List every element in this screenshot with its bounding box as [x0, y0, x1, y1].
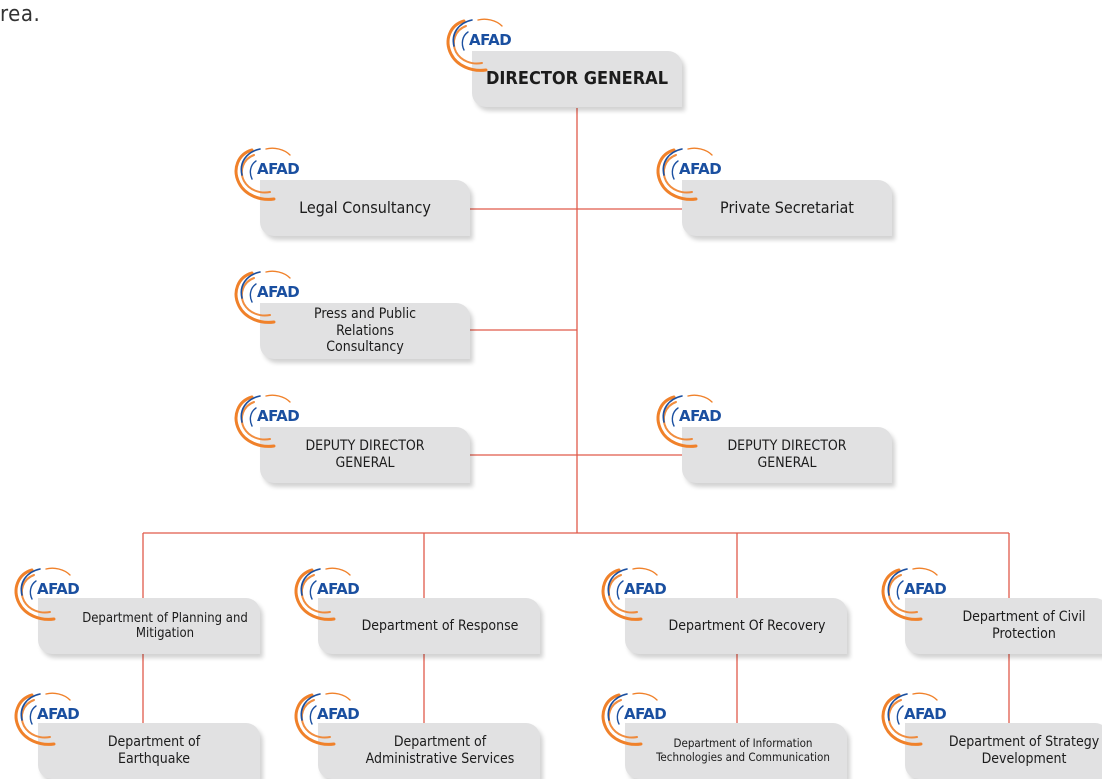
afad-logo-text: AFAD: [679, 160, 722, 178]
afad-logo-icon: AFAD: [652, 392, 726, 454]
afad-logo-icon: AFAD: [290, 565, 364, 627]
afad-logo-icon: AFAD: [230, 268, 304, 330]
afad-logo-text: AFAD: [317, 580, 360, 598]
afad-logo-text: AFAD: [37, 705, 80, 723]
afad-logo-icon: AFAD: [597, 565, 671, 627]
node-label: Private Secretariat: [682, 180, 892, 236]
afad-logo-icon: AFAD: [230, 145, 304, 207]
afad-logo-icon: AFAD: [597, 690, 671, 752]
afad-logo-text: AFAD: [317, 705, 360, 723]
node-label: Department of Planning and Mitigation: [38, 598, 260, 654]
node-label: Department of Earthquake: [38, 723, 260, 779]
afad-logo-text: AFAD: [679, 407, 722, 425]
node-label: Department of Response: [318, 598, 540, 654]
afad-logo-text: AFAD: [904, 580, 947, 598]
afad-logo-icon: AFAD: [877, 565, 951, 627]
node-label: Department Of Recovery: [625, 598, 847, 654]
afad-logo-text: AFAD: [257, 160, 300, 178]
afad-logo-icon: AFAD: [652, 145, 726, 207]
afad-logo-icon: AFAD: [230, 392, 304, 454]
afad-logo-text: AFAD: [257, 283, 300, 301]
node-label: DEPUTY DIRECTOR GENERAL: [682, 427, 892, 483]
afad-logo-text: AFAD: [904, 705, 947, 723]
afad-logo-icon: AFAD: [10, 690, 84, 752]
afad-logo-text: AFAD: [624, 705, 667, 723]
node-label: Department of Administrative Services: [318, 723, 540, 779]
node-label: Press and Public Relations Consultancy: [260, 303, 470, 359]
afad-logo-text: AFAD: [624, 580, 667, 598]
afad-logo-text: AFAD: [469, 31, 512, 49]
node-label: DEPUTY DIRECTOR GENERAL: [260, 427, 470, 483]
afad-logo-icon: AFAD: [290, 690, 364, 752]
node-label: Legal Consultancy: [260, 180, 470, 236]
node-label: Department of Strategy Development: [905, 723, 1102, 779]
node-label: Department of Information Technologies a…: [625, 723, 847, 779]
afad-logo-icon: AFAD: [877, 690, 951, 752]
afad-logo-text: AFAD: [257, 407, 300, 425]
node-label: Department of Civil Protection: [905, 598, 1102, 654]
afad-logo-icon: AFAD: [10, 565, 84, 627]
afad-logo-text: AFAD: [37, 580, 80, 598]
afad-logo-icon: AFAD: [442, 16, 516, 78]
header-text-fragment: rea.: [0, 2, 41, 27]
node-label: DIRECTOR GENERAL: [472, 51, 682, 107]
